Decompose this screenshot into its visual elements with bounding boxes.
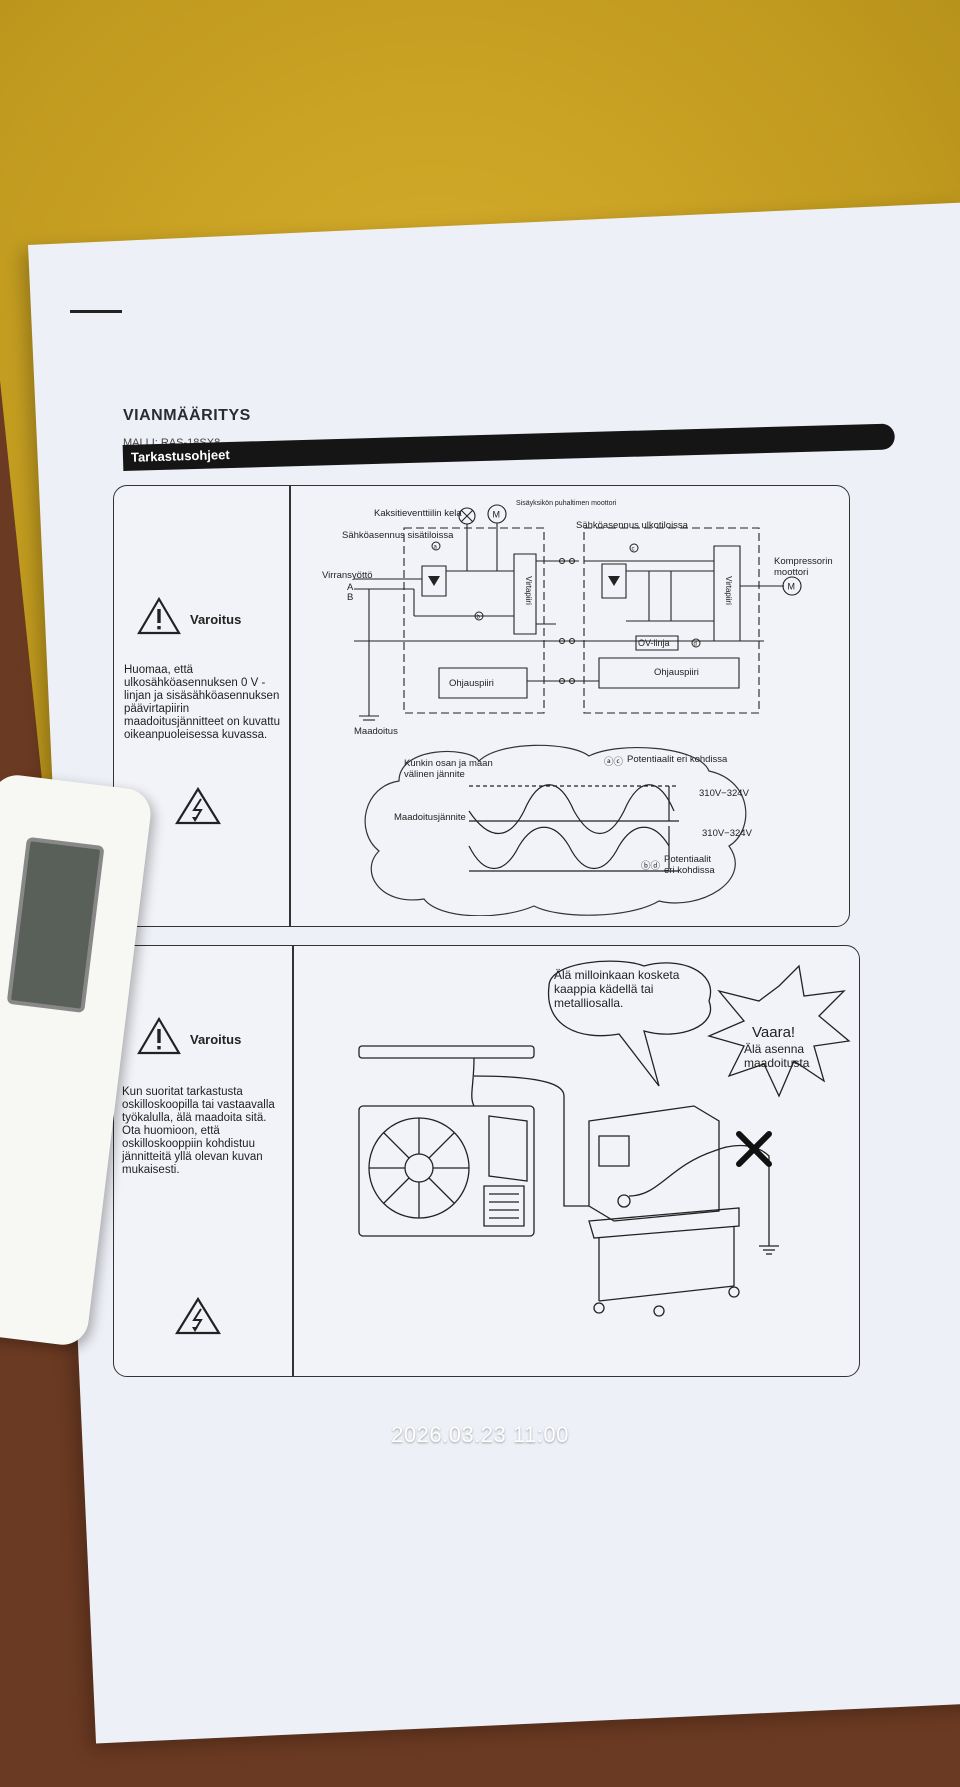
power-supply-label: Virransyöttö [322,570,373,581]
electric-shock-icon [175,1296,221,1335]
section-title: Tarkastusohjeet [130,447,230,465]
outdoor-main-circuit-label: Virtapiiri [723,576,733,605]
potentials-ac-mark: ⓐⓒ [604,757,624,768]
indoor-main-circuit [513,553,537,635]
danger-title: Vaara! [752,1024,796,1041]
outdoor-wiring-label: Sähköasennus ulkotiloissa [576,520,688,531]
svg-text:c: c [632,547,635,553]
indoor-control-label: Ohjauspiiri [449,678,494,689]
photo-timestamp: 2026.03.23 11:00 [391,1422,569,1447]
danger-text: Älä asenna maadoitusta [744,1042,810,1070]
indoor-wiring-box [403,527,545,714]
panel-divider [292,946,294,1376]
panel-divider [289,486,291,926]
compressor-motor-symbol [782,576,802,596]
speech-bubble [547,960,712,1087]
warning-icon [137,596,181,635]
potentials-bd-label: Potentiaalit eri kohdissa [664,854,715,876]
warning-icon [137,1016,181,1055]
document-title: VIANMÄÄRITYS [123,407,251,424]
voltage-range-1: 310V−324V [699,788,749,799]
ground-label: Maadoitus [354,726,398,737]
svg-text:M: M [493,510,501,520]
section-banner: Tarkastusohjeet [122,423,896,471]
compressor-label: Kompressorin moottori [774,556,833,578]
voltage-cloud [364,744,747,916]
outdoor-unit-top [358,1045,535,1059]
outdoor-unit [358,1105,535,1237]
potentials-bd-mark: ⓑⓓ [641,861,661,872]
terminal-b-label: B [347,592,354,603]
inspection-panel-1: Varoitus Huomaa, että ulkosähköasennukse… [113,485,850,927]
inspection-panel-2: Varoitus Kun suoritat tarkastusta oskill… [113,945,860,1377]
remote-screen [6,836,105,1014]
outdoor-wiring-box [583,527,760,714]
svg-text:a: a [434,545,438,551]
circuit-diagram: a b c d M M [354,504,802,721]
danger-burst [707,964,851,1098]
warning-text: Huomaa, että ulkosähköasennuksen 0 V -li… [124,664,280,741]
indoor-main-circuit-label: Virtapiiri [523,576,533,605]
svg-text:M: M [788,582,796,592]
document-sheet: VIANMÄÄRITYS MALLI: RAS-18SX8 Tarkastuso… [28,202,960,1744]
valve-coil-label: Kaksitieventtiilin kela [374,508,462,519]
fold-mark [70,310,122,313]
outdoor-control-box [598,657,740,689]
svg-text:b: b [477,615,481,621]
warning-label: Varoitus [190,1032,242,1047]
ov-line-label: OV-linja [638,638,670,648]
ground-voltage-label: Maadoitusjännite [394,812,466,823]
warning-label: Varoitus [190,612,242,627]
voltage-range-2: 310V−324V [702,828,752,839]
oscilloscope-illustration [358,960,851,1317]
electric-shock-icon [175,786,221,825]
indoor-wiring-label: Sähköasennus sisätiloissa [342,530,454,541]
speech-text: Älä milloinkaan kosketa kaappia kädellä … [554,968,680,1010]
indoor-control-box [438,667,528,699]
potentials-ac-label: Potentiaalit eri kohdissa [627,754,728,765]
outdoor-control-label: Ohjauspiiri [654,667,699,678]
ov-line-box [635,635,679,651]
warning-text: Kun suoritat tarkastusta oskilloskoopill… [122,1086,275,1176]
svg-text:d: d [694,642,697,648]
oscilloscope-cart [588,1207,740,1239]
voltage-to-ground-label: Kunkin osan ja maan välinen jännite [404,758,493,780]
oscilloscope [588,1105,720,1222]
fan-motor-label: Sisäyksikön puhaltimen moottori [516,500,617,507]
